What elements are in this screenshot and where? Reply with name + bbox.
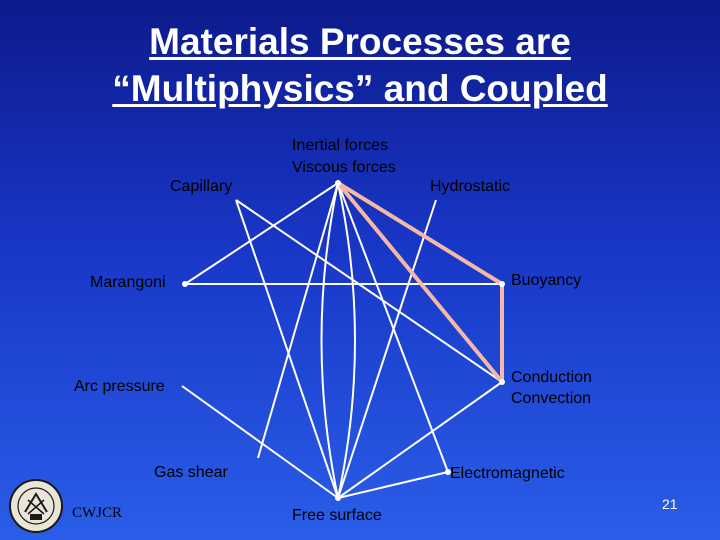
title-line-2: “Multiphysics” and Coupled [112,68,608,109]
edge-capillary-conduction [235,199,503,383]
node-dot-inertial [335,180,341,186]
edge-conduction-freesurface [337,381,503,499]
node-dot-conduction [499,379,505,385]
slide-title: Materials Processes are “Multiphysics” a… [0,18,720,112]
title-line-1: Materials Processes are [149,21,571,62]
edge-capillary-freesurface [235,199,339,499]
node-dot-electromagnetic [445,469,451,475]
node-gas-shear: Gas shear [154,464,228,481]
footer-organization: CWJCR [72,505,123,521]
node-viscous-forces: Viscous forces [292,159,396,176]
edge-inertial-buoyancy [336,181,504,286]
edge-arcpressure-freesurface [181,385,339,499]
node-buoyancy: Buoyancy [511,272,582,289]
node-arc-pressure: Arc pressure [74,378,165,395]
edge-hydrostatic-freesurface [337,199,437,499]
edge-inertial-electromagnetic [337,182,449,473]
edge-inertial-freesurface-a [320,182,339,499]
node-dot-buoyancy [499,281,505,287]
node-electromagnetic: Electromagnetic [450,465,565,482]
edge-inertial-conduction [336,181,504,384]
node-capillary: Capillary [170,178,233,195]
edge-inertial-gasshear [257,182,339,459]
university-seal-logo [9,479,63,533]
node-dot-freesurface [335,495,341,501]
edge-electromagnetic-freesurface [337,471,449,499]
node-free-surface: Free surface [292,507,382,524]
node-inertial-forces: Inertial forces [292,137,389,154]
node-dot-marangoni [182,281,188,287]
edge-inertial-marangoni [184,182,339,285]
node-marangoni: Marangoni [90,274,166,291]
page-number: 21 [662,496,678,512]
node-hydrostatic: Hydrostatic [430,178,511,195]
node-conduction: Conduction [511,369,592,386]
node-convection: Convection [511,390,592,407]
edge-inertial-freesurface-b [337,182,356,499]
